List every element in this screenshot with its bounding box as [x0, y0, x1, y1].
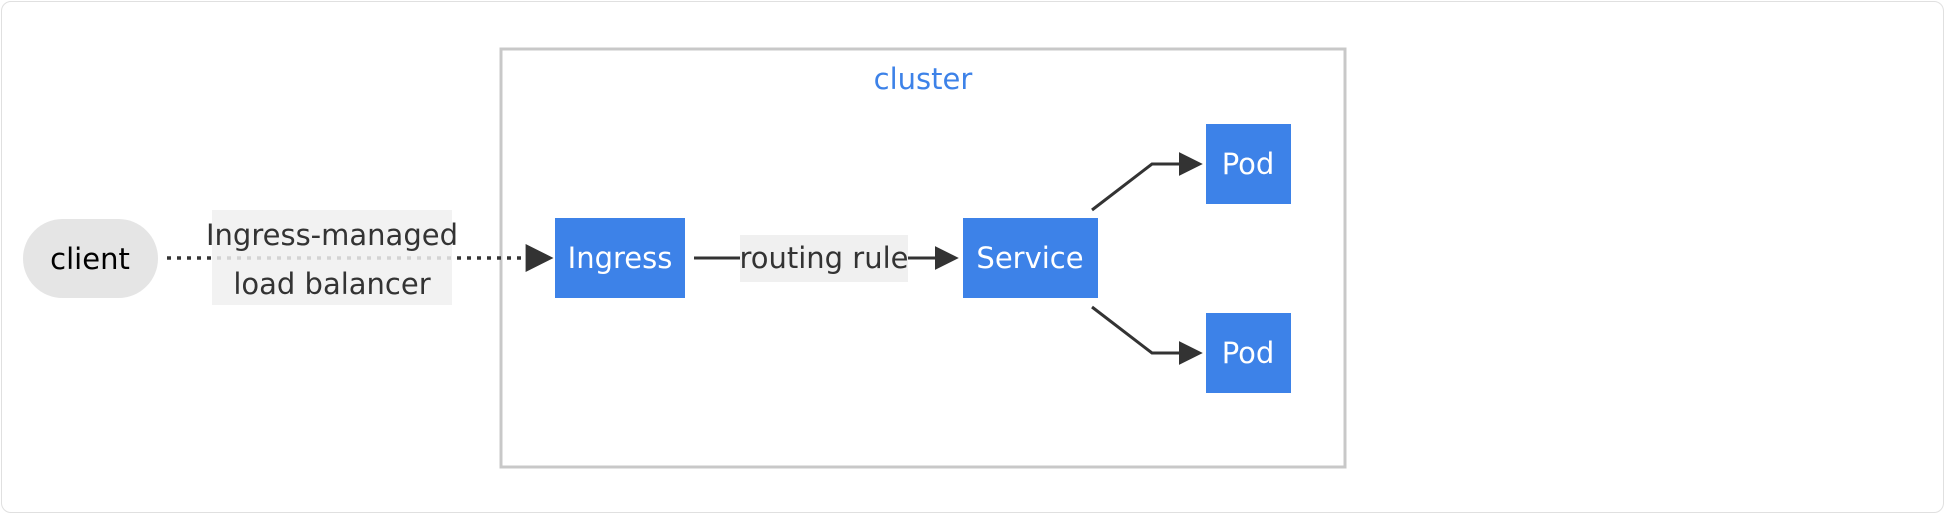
edge-label-bg-routing-rule — [740, 235, 908, 282]
node-service-label: Service — [976, 241, 1083, 275]
edge-label-load-balancer-line2: load balancer — [233, 267, 430, 301]
node-pod-top — [1206, 124, 1291, 204]
cluster-title: cluster — [874, 62, 973, 96]
edge-label-routing-rule: routing rule — [739, 241, 908, 275]
node-pod-bottom-label: Pod — [1222, 336, 1275, 370]
node-pod-top-label: Pod — [1222, 147, 1275, 181]
node-client-label: client — [50, 242, 130, 276]
edge-service-to-pod-bottom — [1091, 305, 1203, 365]
node-client — [23, 219, 158, 298]
node-ingress-label: Ingress — [568, 241, 673, 275]
edge-service-to-pod-top — [1091, 152, 1203, 212]
node-pod-bottom — [1206, 313, 1291, 393]
edge-label-load-balancer-line1: Ingress-managed — [206, 218, 458, 252]
node-ingress — [555, 218, 685, 298]
edge-label-bg-load-balancer — [212, 210, 452, 305]
node-service — [963, 218, 1098, 298]
